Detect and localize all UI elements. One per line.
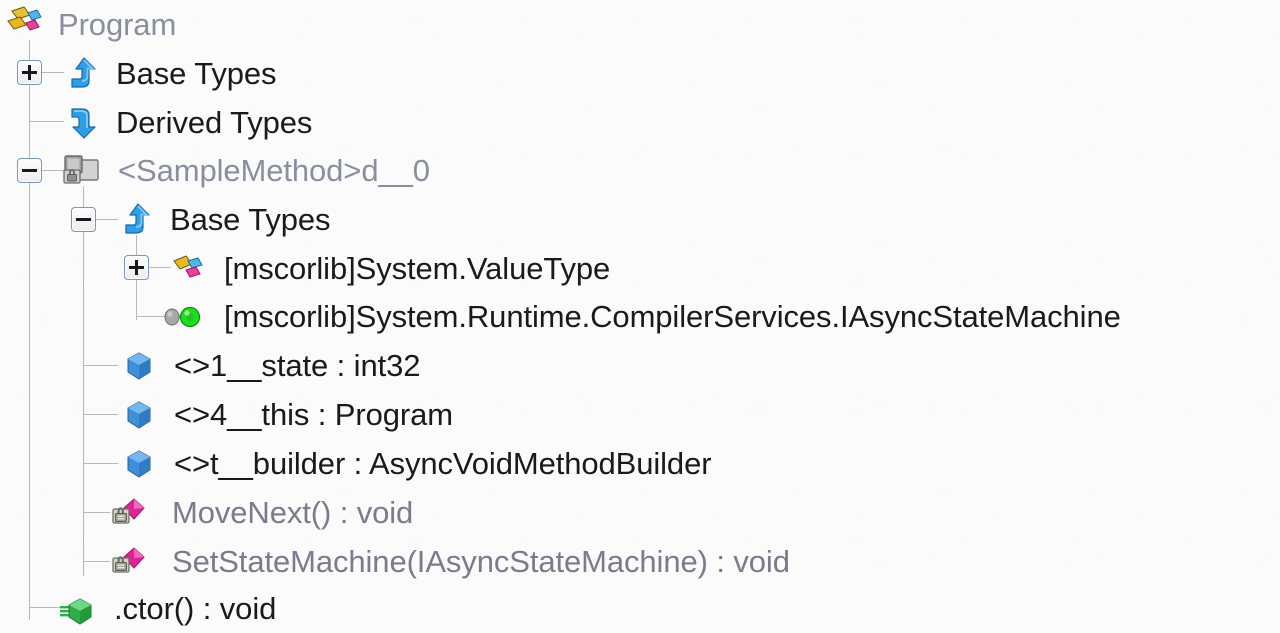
tree-node-label: Derived Types <box>116 105 313 140</box>
tree-node-method-movenext[interactable]: MoveNext() : void <box>108 488 413 537</box>
tree-node-label: MoveNext() : void <box>172 495 414 530</box>
tree-node-field-builder[interactable]: <>t__builder : AsyncVoidMethodBuilder <box>118 439 712 488</box>
tree-line-stub <box>96 219 118 220</box>
tree-node-label: <SampleMethod>d__0 <box>118 153 430 188</box>
tree-node-method-setstatemachine[interactable]: SetStateMachine(IAsyncStateMachine) : vo… <box>108 537 790 586</box>
tree-node-sample-method-state-machine[interactable]: <SampleMethod>d__0 <box>60 146 430 195</box>
expander-sample-method[interactable] <box>17 158 42 183</box>
field-cube-icon <box>118 444 162 484</box>
tree-node-field-state[interactable]: <>1__state : int32 <box>118 341 421 390</box>
tree-line-stub <box>149 267 171 268</box>
class-icon <box>168 249 212 289</box>
expander-base-types-root[interactable] <box>17 60 42 85</box>
tree-node-label: Base Types <box>170 202 331 237</box>
tree-line-stub <box>84 463 118 464</box>
tree-line-stub <box>84 365 118 366</box>
tree-node-label: [mscorlib]System.Runtime.CompilerService… <box>224 299 1121 334</box>
tree-node-label: SetStateMachine(IAsyncStateMachine) : vo… <box>172 544 790 579</box>
tree-node-label: .ctor() : void <box>114 591 277 626</box>
field-cube-icon <box>118 346 162 386</box>
tree-node-label: <>4__this : Program <box>174 397 453 432</box>
expander-system-valuetype[interactable] <box>124 255 149 280</box>
arrow-down-icon <box>60 103 104 143</box>
tree-node-iasyncstatemachine[interactable]: [mscorlib]System.Runtime.CompilerService… <box>160 292 1121 341</box>
private-struct-icon <box>60 151 104 191</box>
interface-icon <box>160 297 204 337</box>
tree-line-stub <box>84 512 110 513</box>
tree-node-ctor[interactable]: .ctor() : void <box>56 584 276 633</box>
arrow-up-icon <box>60 54 104 94</box>
tree-node-system-valuetype[interactable]: [mscorlib]System.ValueType <box>168 244 610 293</box>
tree-node-base-types-nested[interactable]: Base Types <box>114 195 331 244</box>
tree-node-label: Base Types <box>116 56 277 91</box>
expander-base-types-nested[interactable] <box>71 207 96 232</box>
private-method-icon <box>108 542 152 582</box>
tree-line-stub <box>84 561 110 562</box>
tree-line-drop <box>83 186 84 207</box>
tree-line-stub <box>30 607 62 608</box>
tree-node-label: Program <box>58 7 177 42</box>
field-cube-icon <box>118 395 162 435</box>
tree-node-label: <>t__builder : AsyncVoidMethodBuilder <box>174 446 712 481</box>
tree-line-trunk-depth1 <box>29 40 30 620</box>
tree-line-stub <box>84 414 118 415</box>
tree-line-stub <box>42 170 64 171</box>
arrow-up-icon <box>114 200 158 240</box>
tree-node-program[interactable]: Program <box>4 0 176 49</box>
tree-node-label: <>1__state : int32 <box>174 348 421 383</box>
class-icon <box>4 5 48 45</box>
constructor-icon <box>56 589 100 629</box>
tree-node-label: [mscorlib]System.ValueType <box>224 251 611 286</box>
tree-line-trunk-depth2 <box>83 186 84 576</box>
tree-node-base-types-root[interactable]: Base Types <box>60 49 277 98</box>
tree-line-stub <box>42 72 64 73</box>
tree-line-drop <box>136 235 137 255</box>
private-method-icon <box>108 493 152 533</box>
tree-node-derived-types-root[interactable]: Derived Types <box>60 98 312 147</box>
tree-node-field-this[interactable]: <>4__this : Program <box>118 390 453 439</box>
tree-line-stub <box>137 316 169 317</box>
tree-line-stub <box>30 121 64 122</box>
